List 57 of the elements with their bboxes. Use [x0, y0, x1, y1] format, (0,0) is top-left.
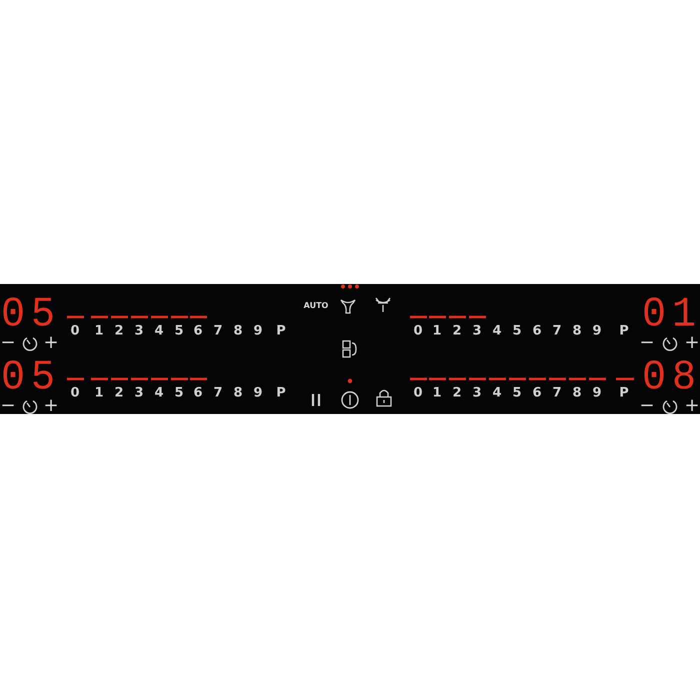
- power-level-number: 7: [552, 386, 562, 400]
- power-level-number: 9: [253, 386, 263, 400]
- power-level-number: 9: [253, 324, 263, 338]
- power-level-number: 2: [114, 386, 124, 400]
- power-level-number: 8: [233, 386, 243, 400]
- power-level-number: 6: [193, 324, 203, 338]
- increase-button: +: [43, 397, 59, 415]
- auto-label: AUTO: [304, 302, 328, 310]
- power-level-number: 3: [134, 324, 144, 338]
- power-level-number: 2: [452, 324, 462, 338]
- power-level-number: 7: [213, 324, 223, 338]
- power-level-number: 5: [512, 386, 522, 400]
- power-level-number: P: [619, 324, 629, 338]
- power-level-number: 0: [413, 386, 423, 400]
- power-level-number: 7: [213, 386, 223, 400]
- zone-display: 05: [1, 295, 61, 337]
- power-level-number: 4: [154, 386, 164, 400]
- power-level-number: 1: [432, 386, 442, 400]
- power-level-number: P: [619, 386, 629, 400]
- decrease-button: −: [0, 334, 16, 352]
- power-level-number: 1: [432, 324, 442, 338]
- power-level-number: 1: [94, 324, 104, 338]
- increase-button: +: [43, 334, 59, 352]
- power-level-number: 5: [174, 324, 184, 338]
- power-level-number: 6: [532, 386, 542, 400]
- power-level-number: 4: [492, 324, 502, 338]
- increase-button: +: [684, 334, 700, 352]
- power-level-number: 2: [114, 324, 124, 338]
- power-level-number: 6: [193, 386, 203, 400]
- power-level-number: 3: [472, 324, 482, 338]
- increase-button: +: [684, 397, 700, 415]
- power-level-number: 5: [174, 386, 184, 400]
- power-level-number: 4: [154, 324, 164, 338]
- power-level-number: 0: [70, 324, 80, 338]
- power-level-number: 4: [492, 386, 502, 400]
- decrease-button: −: [639, 334, 655, 352]
- power-level-number: P: [276, 324, 286, 338]
- power-level-number: 6: [532, 324, 542, 338]
- zone-display: 08: [642, 358, 700, 400]
- power-level-number: 9: [592, 324, 602, 338]
- power-level-number: 5: [512, 324, 522, 338]
- zone-display: 01: [642, 295, 700, 337]
- power-level-number: 3: [134, 386, 144, 400]
- power-level-number: 8: [572, 386, 582, 400]
- power-level-number: 8: [572, 324, 582, 338]
- power-level-number: 0: [70, 386, 80, 400]
- power-level-number: P: [276, 386, 286, 400]
- power-level-number: 3: [472, 386, 482, 400]
- decrease-button: −: [0, 397, 16, 415]
- power-level-number: 1: [94, 386, 104, 400]
- power-level-number: 2: [452, 386, 462, 400]
- power-level-number: 8: [233, 324, 243, 338]
- decrease-button: −: [639, 397, 655, 415]
- power-level-number: 9: [592, 386, 602, 400]
- power-level-number: 0: [413, 324, 423, 338]
- zone-display: 05: [1, 358, 61, 400]
- power-level-number: 7: [552, 324, 562, 338]
